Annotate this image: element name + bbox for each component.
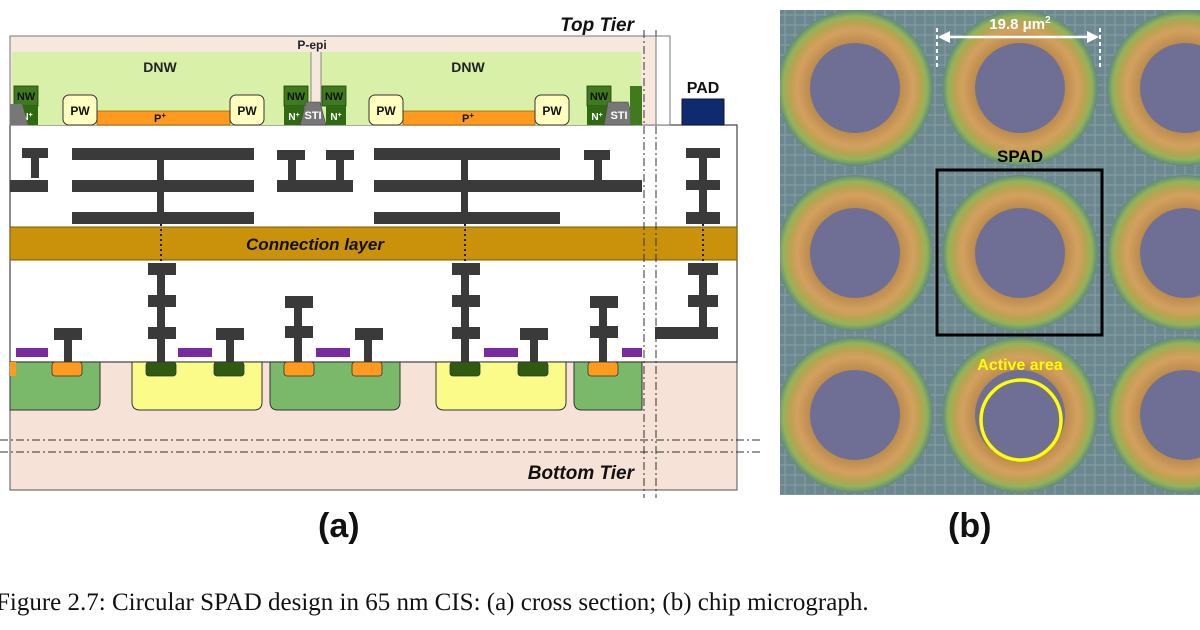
spad-cell [1107,175,1200,331]
top-tier-label: Top Tier [560,15,636,36]
guard-ring-left-edge: NW N+ [10,85,39,125]
spad-active-core [975,370,1065,460]
svg-text:STI: STI [304,110,321,122]
spad-cell [942,10,1098,166]
dimension-arrowhead-left [938,31,950,43]
active-area-circle [979,378,1063,462]
p-plus-label-left: P+ [154,111,166,125]
guard-ring-right: NW N+ STI [586,85,642,126]
spad-active-core [810,43,900,133]
svg-text:NW: NW [325,91,344,103]
bond-dotted-lines [160,224,704,262]
pw-well-1 [62,94,98,126]
pw-label-3: PW [376,104,396,118]
panel-a-label: (a) [318,507,360,545]
active-area-label: Active area [977,357,1062,374]
spad-array [780,10,1200,493]
spad-cell [780,337,933,493]
bottom-tier-metal-stack [54,263,718,362]
spad-active-core [810,370,900,460]
connection-layer-label: Connection layer [246,235,385,254]
pw-label-1: PW [70,104,90,118]
spad-active-core [1140,370,1200,460]
svg-text:NW: NW [17,91,36,103]
tier-boundaries [0,30,760,498]
pw-label-4: PW [542,104,562,118]
spad-cell [942,337,1098,493]
poly-gates [16,348,642,357]
svg-text:N+: N+ [591,112,602,123]
svg-text:NW: NW [590,91,609,103]
svg-text:NW: NW [287,91,306,103]
chip-micrograph: 19.8 μm2 SPAD Active area [780,10,1200,495]
spad-cell [780,10,933,166]
svg-text:STI: STI [610,110,627,122]
dimension-arrowhead-right [1087,31,1099,43]
spad-label: SPAD [997,147,1043,166]
spad-cell [1107,10,1200,166]
cross-section-diagram: P-epi DNW DNW P+ P+ PW PW PW PW NW N+ NW… [0,15,760,498]
p-epi-label: P-epi [297,38,326,52]
guard-ring-center: NW N+ STI NW N+ [283,85,347,126]
dimension-label: 19.8 μm2 [989,15,1051,33]
spad-active-core [810,208,900,298]
bottom-tier-diffusions [10,361,619,377]
pw-well-4 [534,94,570,126]
panel-b-label: (b) [948,507,992,545]
spad-cell [1107,337,1200,493]
spad-active-core [975,43,1065,133]
connection-layer [9,226,738,261]
top-tier-metal-stack [10,148,720,224]
spad-active-core [1140,43,1200,133]
spad-active-core [975,208,1065,298]
p-plus-label-right: P+ [462,111,474,125]
dnw-label-right: DNW [451,59,485,75]
svg-text:N+: N+ [288,112,299,123]
pw-well-3 [368,94,404,126]
spad-active-core [1140,208,1200,298]
spad-cell [780,175,933,331]
svg-text:N+: N+ [330,112,341,123]
dnw-label-left: DNW [143,59,177,75]
bottom-tier-label: Bottom Tier [528,463,636,484]
pw-label-2: PW [237,104,257,118]
pad-label: PAD [687,80,720,97]
pad-block [681,98,725,126]
figure-caption: Figure 2.7: Circular SPAD design in 65 n… [0,589,869,616]
spad-highlight-box [935,168,1104,337]
pw-well-2 [229,94,265,126]
top-tier-outline [655,35,671,126]
spad-cell [942,175,1098,331]
